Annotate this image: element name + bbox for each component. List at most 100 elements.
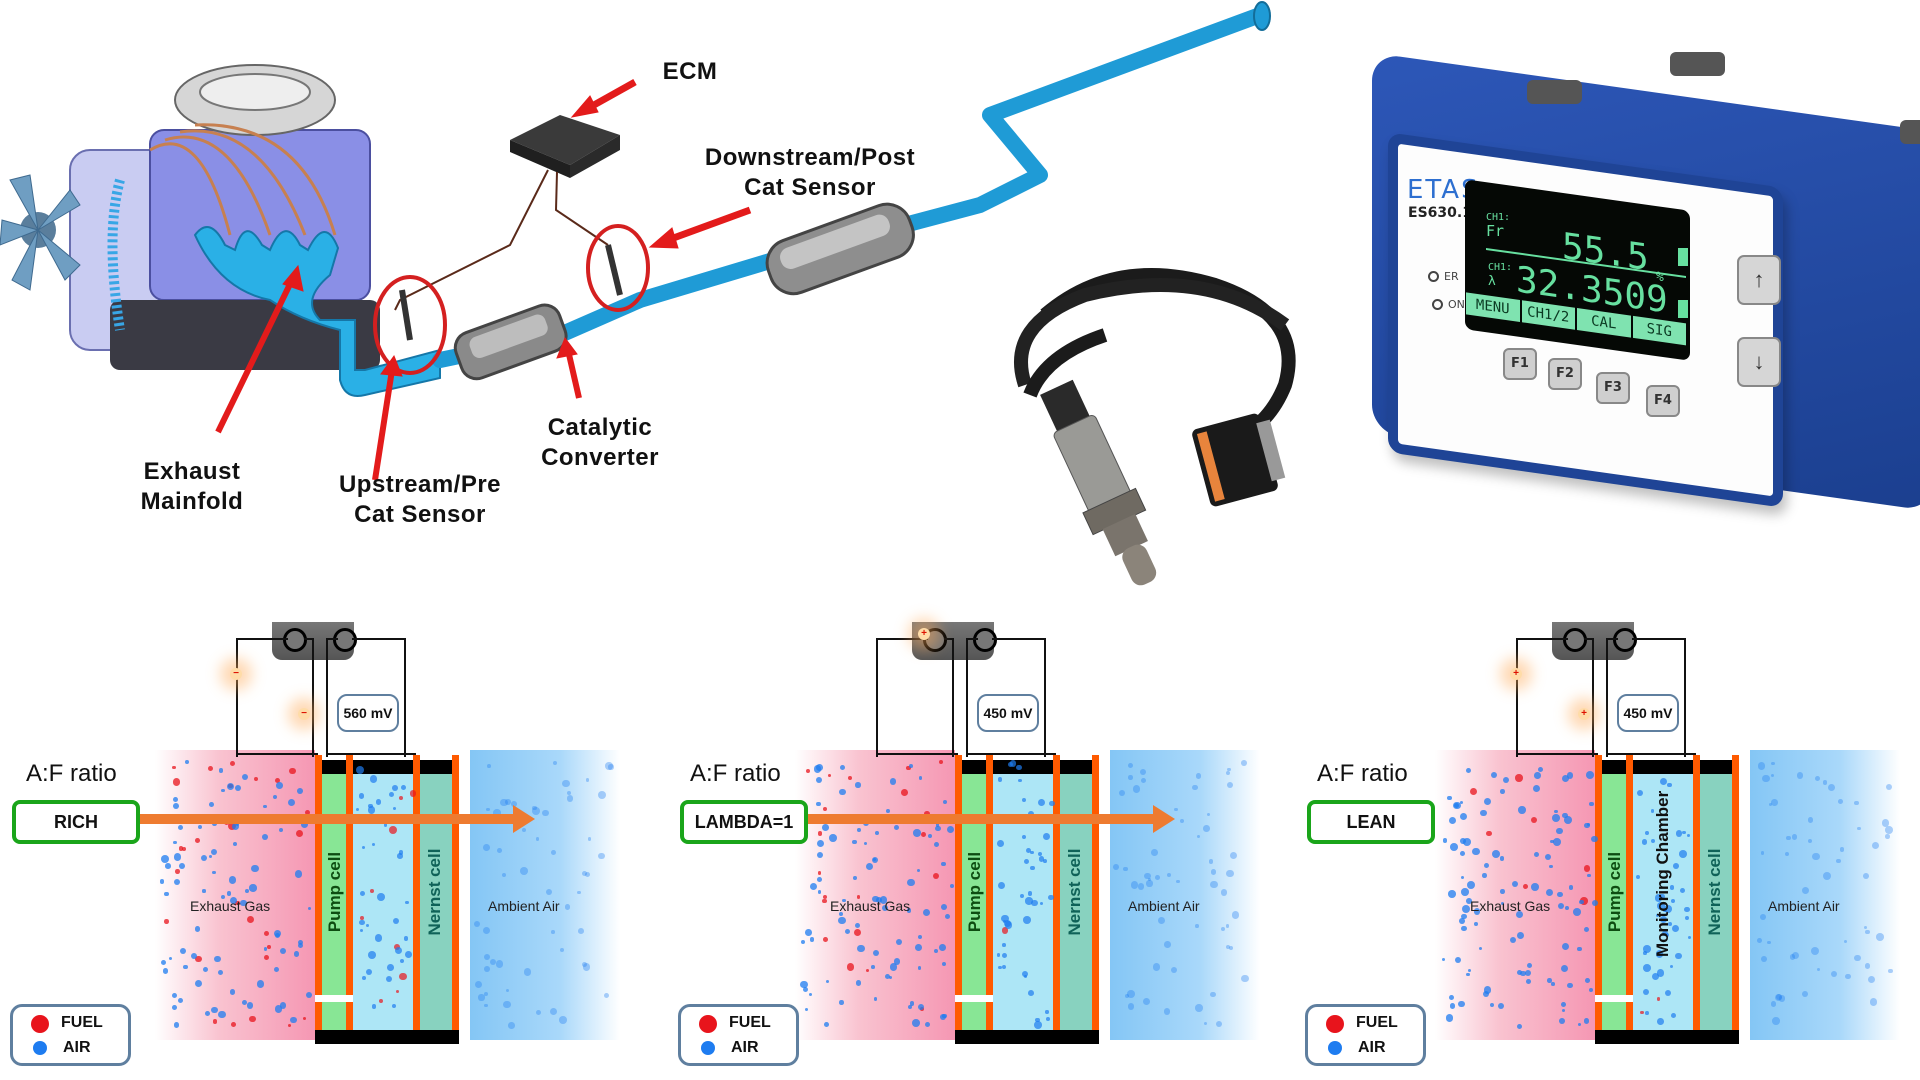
air-particle (1663, 908, 1667, 913)
nernst-circuit-wire (326, 753, 416, 757)
air-particle (825, 979, 829, 983)
air-particle (242, 773, 249, 780)
pump-circuit-wire (1516, 753, 1598, 757)
air-particle (816, 839, 824, 847)
air-particle (1778, 995, 1786, 1002)
air-particle (1811, 852, 1820, 861)
air-particle (162, 968, 169, 975)
diffusion-gap (955, 995, 993, 1002)
air-particle (218, 1010, 226, 1019)
air-particle (1771, 774, 1775, 778)
air-particle (875, 831, 880, 836)
ambient-air-zone (1750, 750, 1900, 1040)
particle-legend: FUEL AIR (678, 1004, 799, 1066)
electrode (1626, 755, 1633, 1040)
air-particle (808, 993, 813, 997)
air-particle (581, 870, 588, 877)
diffusion-gap (315, 995, 353, 1002)
screen-row2-signal: λ (1488, 274, 1496, 289)
nernst-circuit-wire (1606, 638, 1618, 757)
air-particle (1561, 1002, 1567, 1008)
f1-button[interactable]: F1 (1503, 348, 1537, 380)
air-particle (1500, 788, 1505, 794)
air-particle (1586, 822, 1590, 826)
air-particle (1046, 1017, 1051, 1021)
air-particle (1589, 801, 1594, 807)
air-particle (888, 975, 892, 979)
air-particle (559, 1016, 567, 1024)
air-particle (1483, 797, 1491, 805)
upstream-sensor-highlight (373, 275, 447, 375)
air-particle (228, 876, 236, 884)
label-downstream-sensor: Downstream/Post Cat Sensor (680, 143, 940, 203)
charge-indicator: + (1510, 668, 1522, 680)
led-er-label: ER (1444, 270, 1459, 283)
air-particle (1776, 994, 1783, 1001)
air-particle (1572, 907, 1581, 916)
air-particle (500, 798, 508, 806)
air-particle (1163, 1008, 1170, 1015)
nernst-cell (420, 760, 452, 1030)
pump-circuit-wire (876, 753, 958, 757)
air-particle (1854, 954, 1861, 962)
air-particle (857, 827, 861, 832)
air-particle (1227, 781, 1234, 788)
air-particle (367, 806, 376, 814)
device-model-label: ES630.1 (1408, 205, 1472, 221)
charge-indicator: + (918, 628, 930, 640)
air-particle (1511, 880, 1519, 888)
air-particle (297, 943, 303, 948)
af-ratio-title: A:F ratio (1317, 760, 1408, 787)
air-particle (1583, 926, 1590, 933)
air-particle (394, 947, 403, 955)
exhaust-gas-label: Exhaust Gas (1470, 898, 1551, 914)
air-particle (392, 785, 398, 791)
air-particle (895, 938, 902, 946)
flow-arrowhead (1153, 805, 1175, 833)
air-particle (1448, 890, 1457, 898)
fuel-particle (287, 1023, 291, 1027)
air-particle (1225, 944, 1231, 950)
air-particle (1195, 773, 1202, 779)
air-particle (855, 979, 862, 986)
voltage-readout: 450 mV (1617, 694, 1679, 732)
f2-button[interactable]: F2 (1548, 358, 1582, 390)
electrode (315, 755, 322, 1040)
air-particle (1687, 935, 1692, 940)
air-particle (1003, 920, 1011, 928)
air-particle (1770, 761, 1775, 766)
air-particle (1118, 789, 1126, 797)
air-particle (1790, 954, 1796, 960)
air-particle (374, 934, 382, 942)
f3-button[interactable]: F3 (1596, 372, 1630, 404)
f4-button[interactable]: F4 (1646, 385, 1680, 417)
air-particle (173, 853, 182, 862)
air-particle (943, 799, 948, 805)
arrow-to-ecm (570, 78, 637, 118)
air-particle (1241, 974, 1250, 983)
air-particle (1229, 945, 1234, 950)
ambient-air-label: Ambient Air (1768, 898, 1840, 914)
air-particle (1460, 888, 1469, 896)
pump-circuit-wire (304, 638, 314, 757)
electrode (1732, 755, 1739, 1040)
air-particle (531, 806, 540, 815)
label-upstream-sensor-line2: Cat Sensor (354, 501, 486, 528)
air-particle (598, 791, 607, 799)
label-ecm: ECM (662, 58, 718, 85)
down-arrow-button[interactable]: ↓ (1737, 337, 1781, 387)
air-particle (1775, 994, 1783, 1002)
air-particle (1442, 958, 1446, 962)
electrode (1693, 755, 1700, 1040)
air-particle (1127, 775, 1133, 780)
air-particle (359, 919, 365, 926)
air-particle (1210, 869, 1217, 875)
diffusion-gap (1595, 995, 1633, 1002)
up-arrow-button[interactable]: ↑ (1737, 255, 1781, 305)
air-particle (301, 820, 309, 828)
air-particle (1027, 811, 1034, 817)
air-particle (1448, 995, 1454, 1001)
air-particle (1568, 885, 1573, 890)
air-particle (1231, 911, 1240, 920)
fuel-particle (1656, 996, 1661, 1001)
